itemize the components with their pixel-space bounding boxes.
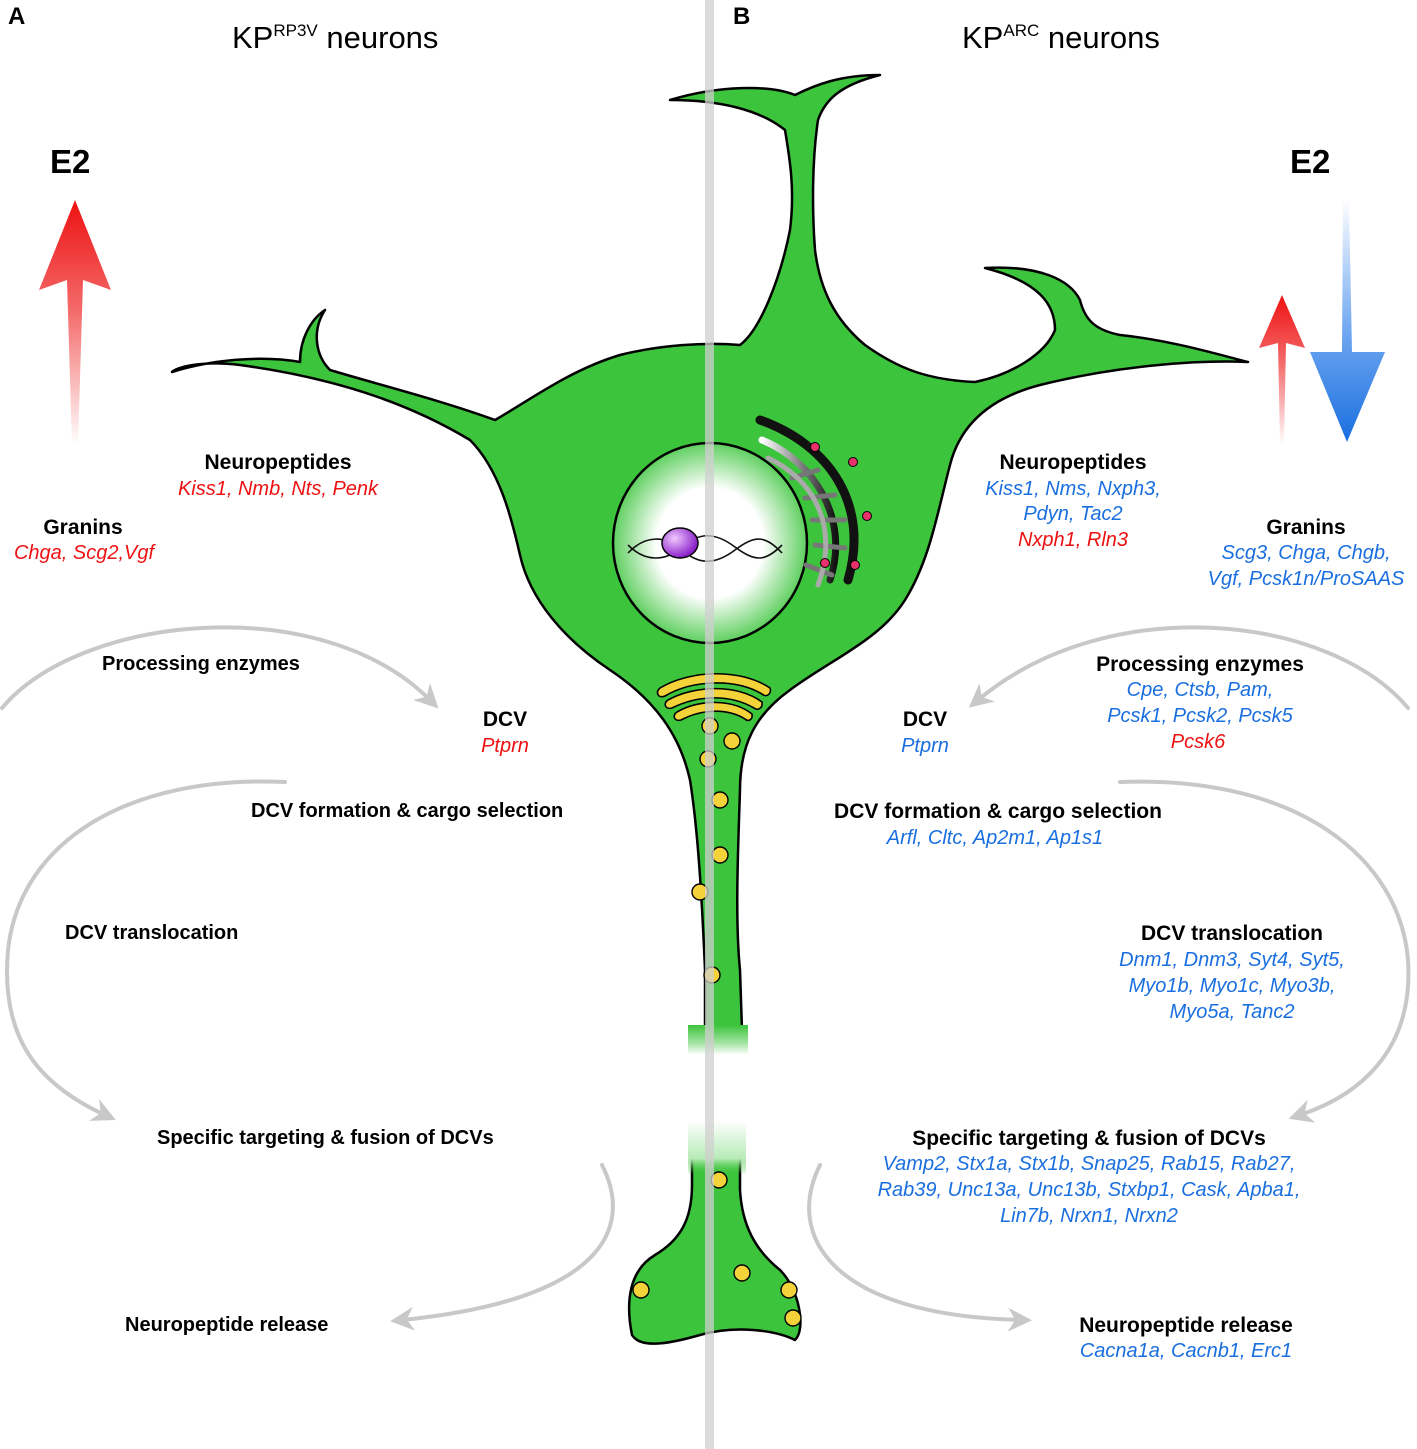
right-release-genes: Cacna1a, Cacnb1, Erc1: [1079, 1340, 1293, 1362]
e2-down-arrow-right: [1310, 200, 1385, 442]
right-targeting-genes-down-2: Rab39, Unc13a, Unc13b, Stxbp1, Cask, Apb…: [877, 1179, 1301, 1201]
left-dcv-title: DCV: [482, 708, 528, 731]
right-dcv-genes: Ptprn: [901, 735, 949, 757]
golgi-apparatus: [656, 672, 772, 722]
panel-title-left: KPRP3V neurons: [232, 20, 439, 55]
left-dcv-genes: Ptprn: [481, 735, 529, 757]
left-dcv-translocation-title: DCV translocation: [65, 922, 239, 944]
right-granins-genes-down-2: Vgf, Pcsk1n/ProSAAS: [1207, 568, 1405, 590]
right-processing-enzymes-title: Processing enzymes: [1096, 653, 1304, 676]
left-release-title: Neuropeptide release: [125, 1314, 329, 1336]
left-neuropeptides-genes: Kiss1, Nmb, Nts, Penk: [177, 478, 379, 500]
left-dcv-formation-title: DCV formation & cargo selection: [251, 800, 564, 822]
left-processing-enzymes-title: Processing enzymes: [102, 653, 300, 675]
panel-divider: [705, 0, 714, 1449]
right-dcv-translocation-genes-down-1: Dnm1, Dnm3, Syt4, Syt5,: [1119, 949, 1345, 971]
left-granins-genes: Chga, Scg2,Vgf: [13, 542, 155, 564]
right-processing-enzymes-genes-down-1: Cpe, Ctsb, Pam,: [1126, 679, 1274, 701]
flow-arrows: [0, 625, 1411, 1332]
right-release-title: Neuropeptide release: [1079, 1314, 1293, 1337]
right-targeting-genes-down-1: Vamp2, Stx1a, Stx1b, Snap25, Rab15, Rab2…: [882, 1153, 1296, 1175]
right-dcv-formation-title: DCV formation & cargo selection: [834, 800, 1162, 823]
right-targeting-genes-down-3: Lin7b, Nrxn1, Nrxn2: [1000, 1205, 1178, 1227]
left-targeting-title: Specific targeting & fusion of DCVs: [157, 1127, 494, 1149]
right-processing-enzymes-genes-down-2: Pcsk1, Pcsk2, Pcsk5: [1107, 705, 1293, 727]
right-dcv-formation-genes: Arfl, Cltc, Ap2m1, Ap1s1: [886, 827, 1104, 849]
right-granins-genes-down-1: Scg3, Chga, Chgb,: [1221, 542, 1391, 564]
right-granins-title: Granins: [1266, 516, 1346, 539]
right-dcv-translocation-title: DCV translocation: [1140, 922, 1324, 945]
panel-letter-a: A: [8, 3, 26, 30]
panel-letter-b: B: [733, 3, 751, 30]
endoplasmic-reticulum: [755, 415, 872, 588]
right-neuropeptides-genes-down-2: Pdyn, Tac2: [1023, 503, 1123, 525]
right-dcv-translocation-genes-down-3: Myo5a, Tanc2: [1169, 1001, 1295, 1023]
right-neuropeptides-genes-up: Nxph1, Rln3: [1017, 529, 1129, 551]
panel-title-right: KPARC neurons: [962, 20, 1160, 55]
e2-label-left: E2: [50, 143, 91, 180]
left-granins-title: Granins: [43, 516, 123, 539]
right-dcv-translocation-genes-down-2: Myo1b, Myo1c, Myo3b,: [1128, 975, 1336, 997]
axon-terminal: [627, 1120, 802, 1345]
e2-up-arrow-left: [39, 200, 111, 445]
right-dcv-title: DCV: [902, 708, 948, 731]
right-processing-enzymes-genes-up: Pcsk6: [1170, 731, 1226, 753]
nucleolus: [661, 527, 699, 559]
left-neuropeptides-title: Neuropeptides: [204, 451, 352, 474]
right-neuropeptides-title: Neuropeptides: [999, 451, 1147, 474]
right-targeting-title: Specific targeting & fusion of DCVs: [912, 1127, 1266, 1150]
right-neuropeptides-genes-down-1: Kiss1, Nms, Nxph3,: [985, 478, 1161, 500]
e2-up-arrow-right: [1259, 295, 1305, 445]
e2-label-right: E2: [1290, 143, 1331, 180]
